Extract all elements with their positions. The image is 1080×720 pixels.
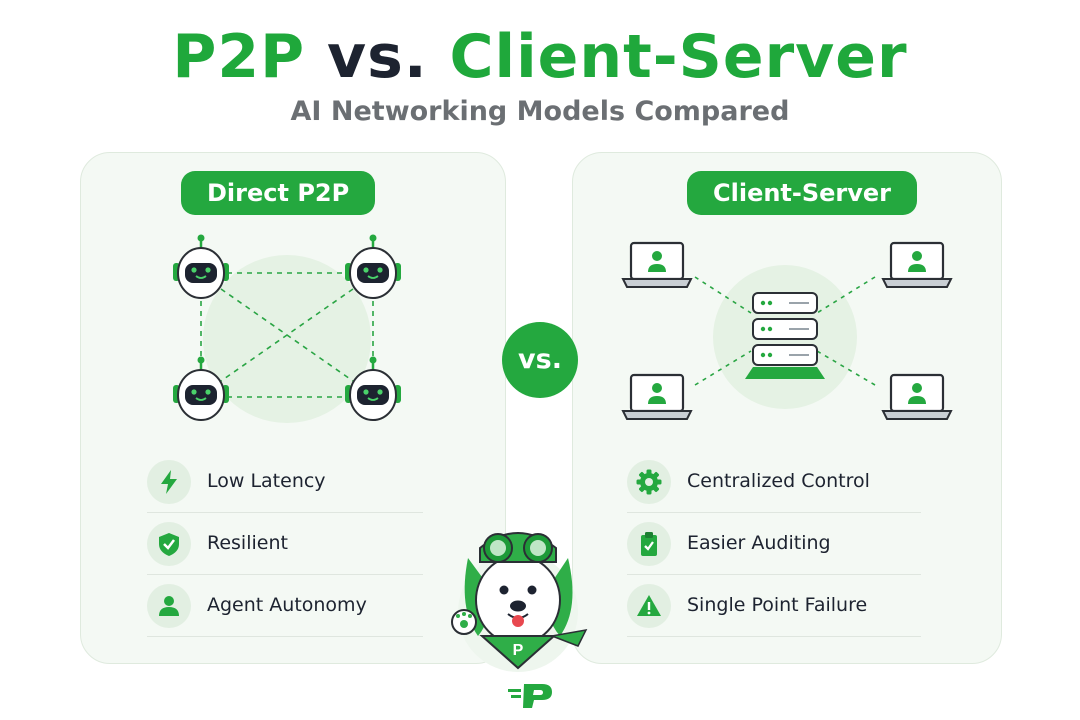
feature-label: Low Latency <box>207 470 326 492</box>
feature-label: Easier Auditing <box>687 532 831 554</box>
feature-resilient: Resilient <box>147 513 423 575</box>
laptop-client-icon <box>881 241 953 289</box>
p2p-label-pill: Direct P2P <box>181 171 376 215</box>
feature-low-latency: Low Latency <box>147 451 423 513</box>
mascot-dog-illustration: P <box>451 532 588 672</box>
title-client-server: Client-Server <box>449 22 908 92</box>
svg-text:P: P <box>513 642 524 659</box>
warning-icon <box>627 584 671 628</box>
feature-easier-auditing: Easier Auditing <box>627 513 921 575</box>
p2p-network-diagram <box>171 233 403 423</box>
client-server-panel: Client-Server <box>572 152 1002 664</box>
vs-badge: vs. <box>502 322 578 398</box>
shield-check-icon <box>147 522 191 566</box>
client-server-network-diagram <box>621 241 953 421</box>
server-icon <box>745 292 825 379</box>
feature-label: Resilient <box>207 532 288 554</box>
laptop-client-icon <box>621 373 693 421</box>
feature-label: Centralized Control <box>687 470 870 492</box>
feature-single-point-failure: Single Point Failure <box>627 575 921 637</box>
page-title: P2P vs. Client-Server <box>0 22 1080 92</box>
feature-agent-autonomy: Agent Autonomy <box>147 575 423 637</box>
brand-logo <box>508 684 552 708</box>
title-vs: vs. <box>327 22 428 92</box>
gear-icon <box>627 460 671 504</box>
laptop-client-icon <box>881 373 953 421</box>
clipboard-check-icon <box>627 522 671 566</box>
laptop-client-icon <box>621 241 693 289</box>
p2p-panel: Direct P2P <box>80 152 506 664</box>
feature-label: Agent Autonomy <box>207 594 367 616</box>
title-p2p: P2P <box>172 22 306 92</box>
feature-label: Single Point Failure <box>687 594 868 616</box>
feature-centralized-control: Centralized Control <box>627 451 921 513</box>
page-subtitle: AI Networking Models Compared <box>290 96 790 127</box>
lightning-icon <box>147 460 191 504</box>
person-icon <box>147 584 191 628</box>
client-server-label-pill: Client-Server <box>687 171 918 215</box>
